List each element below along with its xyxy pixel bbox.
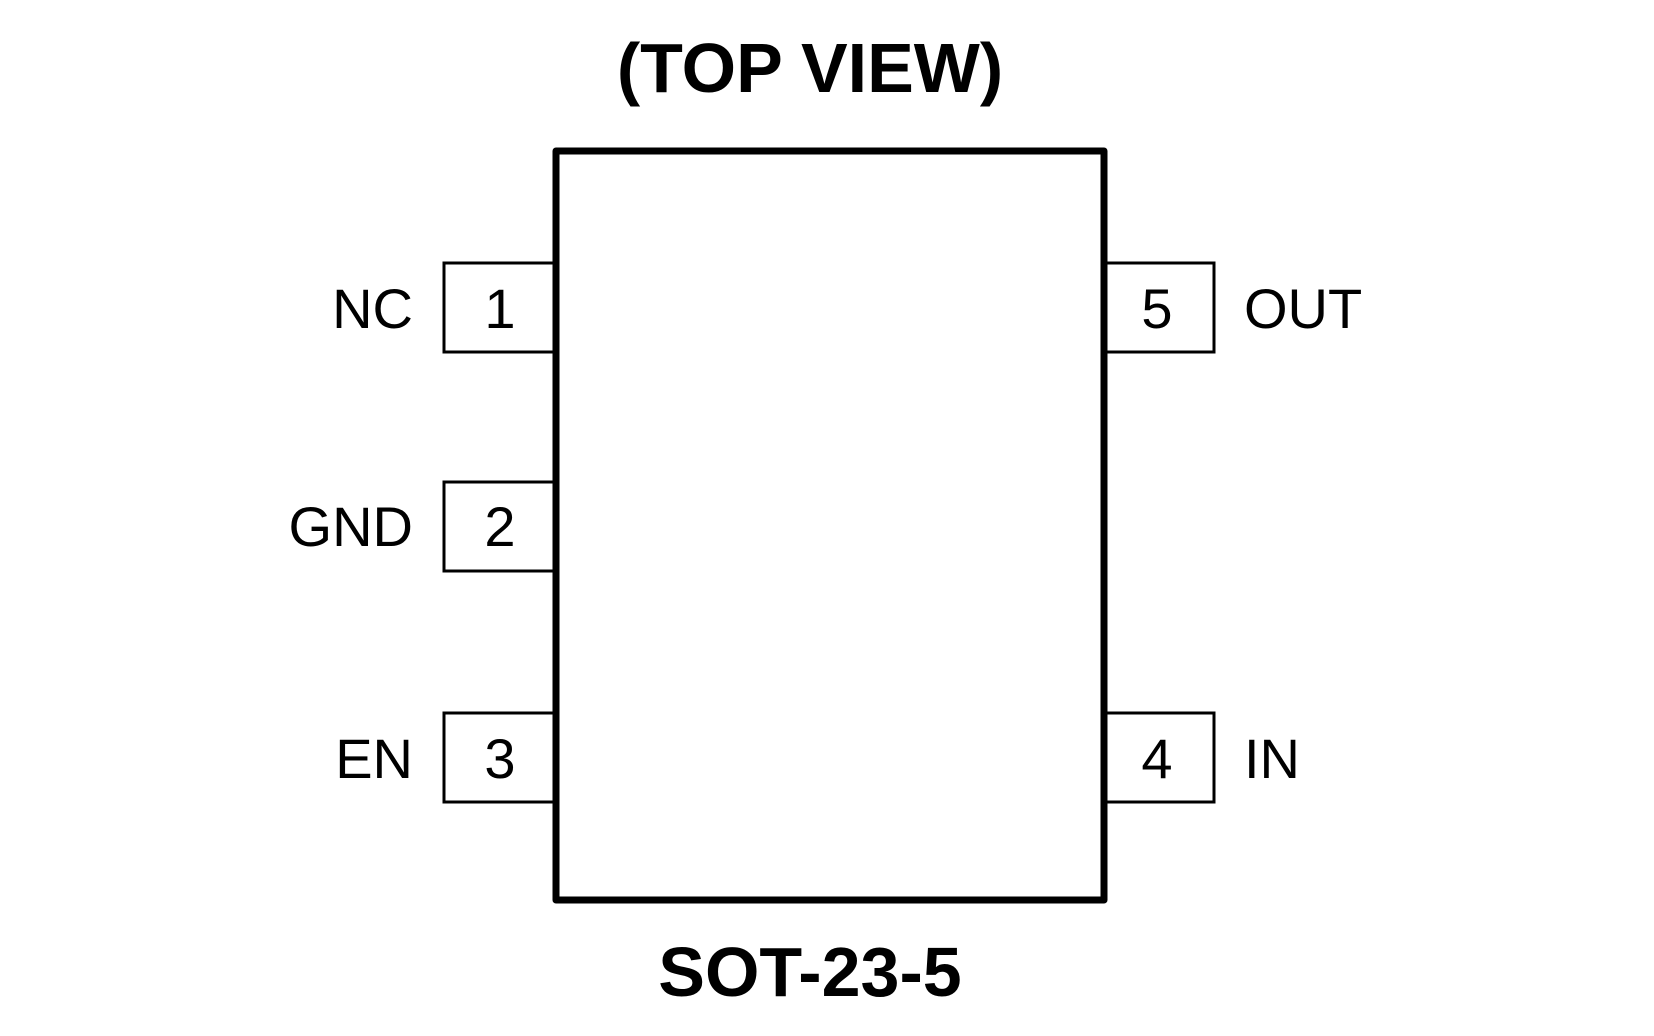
pin-2: 2 GND <box>289 480 555 573</box>
pin-1: 1 NC <box>332 261 555 354</box>
pin-4-name: IN <box>1244 727 1300 790</box>
pin-4-outline <box>1105 711 1216 804</box>
pin-5-number: 5 <box>1141 277 1172 340</box>
pin-3: 3 EN <box>335 711 555 804</box>
pin-5-name: OUT <box>1244 277 1362 340</box>
pin-5-outline <box>1105 261 1216 354</box>
pin-1-name: NC <box>332 277 413 340</box>
diagram-title: (TOP VIEW) <box>617 29 1003 107</box>
pin-1-outline <box>442 261 555 354</box>
pin-2-outline <box>442 480 555 573</box>
pin-1-number: 1 <box>484 277 515 340</box>
package-body <box>552 147 1108 904</box>
pin-2-name: GND <box>289 495 413 558</box>
pin-3-outline <box>442 711 555 804</box>
pin-5: 5 OUT <box>1105 261 1362 354</box>
pin-4-number: 4 <box>1141 727 1172 790</box>
package-label: SOT-23-5 <box>658 933 961 1011</box>
pin-3-name: EN <box>335 727 413 790</box>
pin-4: 4 IN <box>1105 711 1300 804</box>
pin-2-number: 2 <box>484 495 515 558</box>
pin-3-number: 3 <box>484 727 515 790</box>
